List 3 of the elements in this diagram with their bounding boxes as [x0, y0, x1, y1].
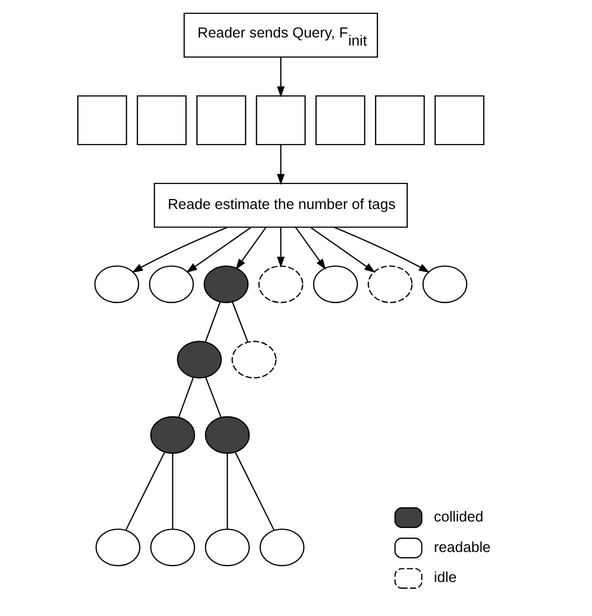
legend-label: readable [434, 540, 491, 556]
legend-label: idle [434, 570, 457, 586]
legend-label: collided [434, 509, 484, 526]
